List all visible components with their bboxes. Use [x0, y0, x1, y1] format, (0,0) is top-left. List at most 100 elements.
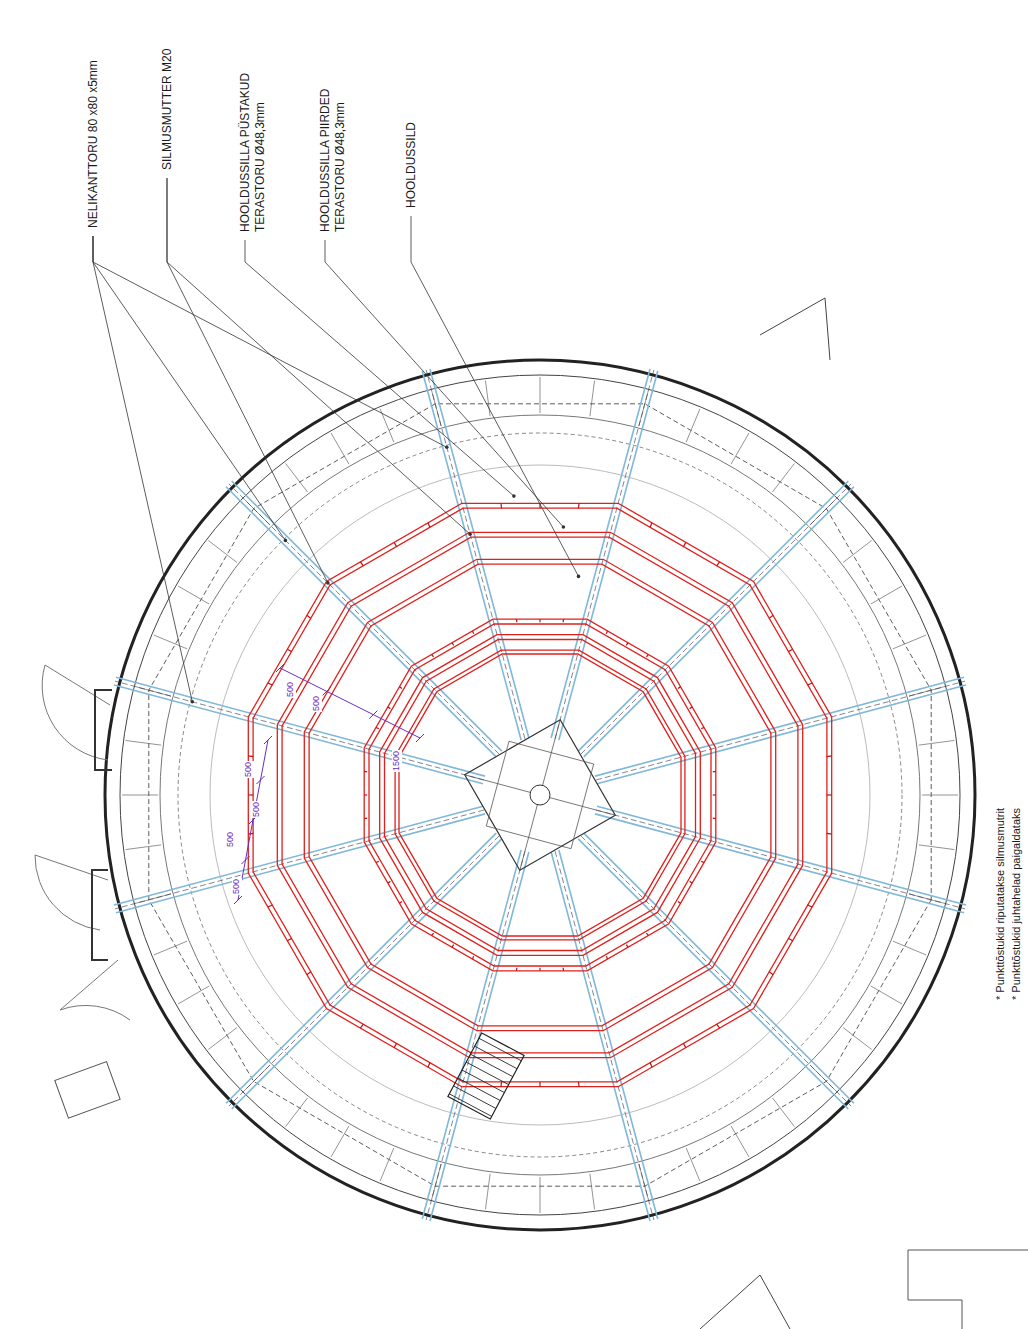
post-tick [472, 631, 473, 634]
wall-rib [208, 541, 237, 563]
note-text: * Punkttõstukid riputatakse silmusmutrit [994, 808, 1008, 1000]
beam-edge [226, 833, 496, 1103]
post-tick [307, 615, 311, 618]
post-tick [287, 649, 291, 652]
central-frame [486, 741, 593, 848]
post-tick [516, 968, 518, 971]
stair-tread [462, 1070, 504, 1093]
wall-rib [380, 1148, 394, 1181]
post-tick [683, 1043, 686, 1047]
wall-rib [843, 1028, 872, 1050]
beam-axis [581, 484, 851, 754]
bridge-rail [399, 654, 681, 936]
post-tick [827, 833, 832, 835]
post-tick [268, 905, 273, 907]
beam-edge [226, 487, 496, 757]
central-hub [530, 785, 550, 805]
stair-tread [449, 1094, 491, 1117]
bridge-rail [282, 537, 798, 1053]
post-tick [713, 818, 716, 820]
post-tick [713, 771, 716, 773]
post-tick [516, 619, 518, 622]
post-tick [626, 945, 628, 948]
dimension-tick [264, 736, 272, 744]
dimension-value: 500 [286, 681, 296, 698]
post-tick [500, 1082, 502, 1087]
dimension-tick [234, 896, 242, 904]
wall-rib [286, 463, 308, 492]
post-tick [388, 881, 391, 883]
wall-rib [919, 845, 955, 850]
wall-rib [590, 381, 595, 417]
leader-line [411, 216, 579, 576]
central-brace [465, 775, 540, 795]
building-outline [908, 1250, 1028, 1329]
beam-edge [422, 850, 521, 1219]
door-frame [95, 690, 112, 770]
post-tick [717, 1024, 720, 1028]
ring-beam-outline [149, 404, 931, 1186]
post-tick [452, 643, 454, 646]
door-swing [60, 960, 130, 1020]
post-tick [788, 938, 792, 941]
bridge-rail [385, 640, 696, 951]
stair-tread [458, 1078, 500, 1101]
wall-rib [178, 986, 209, 1004]
beam-edge [422, 371, 521, 740]
dimension-tick [416, 734, 424, 742]
gallery-edge [178, 433, 902, 1157]
central-brace [540, 720, 560, 795]
post-tick [248, 755, 253, 757]
post-tick [578, 1082, 580, 1087]
bridge-rail [309, 564, 771, 1026]
bridge-rail [364, 619, 716, 971]
post-tick [606, 631, 607, 634]
beam-edge [584, 487, 854, 757]
wall-rib [731, 433, 749, 464]
callout-label: HOOLDUSSILLA PÜSTAKUD TERASTORU Ø48,3mm [238, 32, 268, 232]
wall-rib [773, 463, 795, 492]
post-tick [428, 523, 430, 528]
post-tick [606, 956, 607, 959]
beam-edge [232, 839, 502, 1109]
beam-edge [116, 814, 485, 913]
stair [448, 1033, 524, 1119]
wall-rib [919, 740, 955, 745]
callout-label: HOOLDUSSILD [404, 122, 419, 208]
post-tick [807, 683, 812, 685]
wall-rib [485, 1174, 490, 1210]
post-tick [701, 861, 704, 862]
bridge-rail [395, 650, 685, 940]
wall-rib [208, 1028, 237, 1050]
beam-edge [559, 371, 658, 740]
wall-rib [126, 845, 162, 850]
leader-line [245, 240, 514, 496]
leader-dot [326, 581, 330, 585]
post-tick [268, 683, 273, 685]
stair-tread [479, 1038, 521, 1061]
beam-edge [559, 850, 658, 1219]
leader-dot [468, 532, 472, 536]
post-tick [394, 1043, 397, 1047]
stair-tread [470, 1054, 512, 1077]
wall-rib [286, 1098, 308, 1127]
leader-dot [512, 494, 516, 498]
leader-dot [191, 700, 195, 704]
wall-rib [178, 586, 209, 604]
post-tick [360, 562, 363, 566]
bridge-rail [248, 503, 831, 1086]
post-tick [364, 771, 367, 773]
post-tick [452, 945, 454, 948]
equipment-box [55, 1062, 120, 1118]
post-tick [539, 1082, 540, 1087]
wall-rib [922, 795, 958, 796]
post-tick [472, 956, 473, 959]
bridge-rail [277, 532, 802, 1057]
dimension-value: 500 [312, 695, 322, 712]
beam-edge [595, 677, 964, 776]
note-text: * Punkttõstukid juhtahelad paigaldataks [1010, 808, 1024, 1000]
post-tick [364, 794, 367, 795]
callout-label: SILMUSMUTTER M20 [160, 49, 175, 170]
dimension-value: 500 [244, 761, 254, 778]
